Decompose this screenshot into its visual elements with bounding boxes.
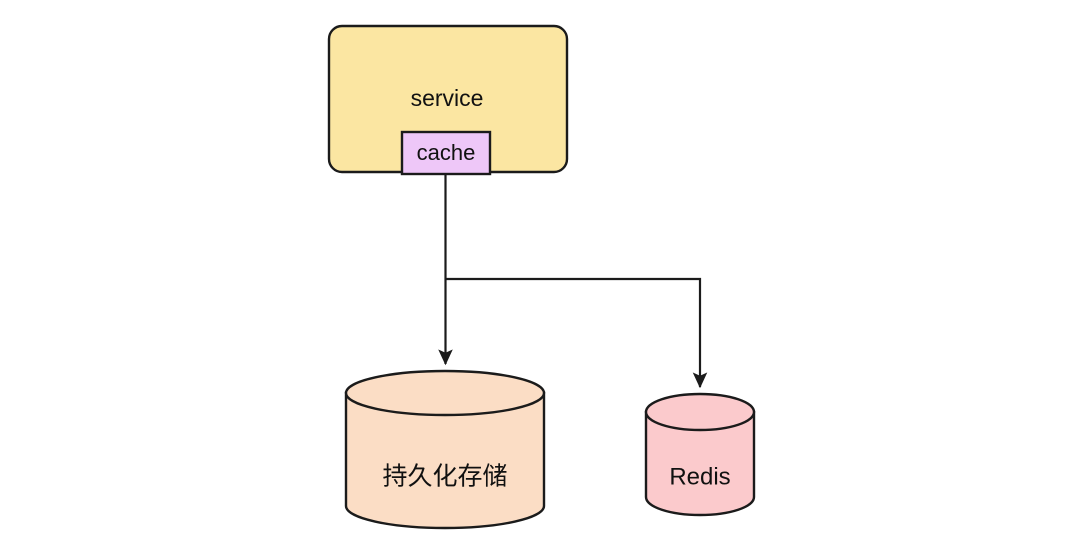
redis-label: Redis [669, 463, 730, 490]
persistent-storage-label: 持久化存储 [382, 463, 507, 491]
cache-label: cache [417, 140, 476, 165]
persistent-storage-top-ellipse[interactable] [344, 369, 546, 417]
edge-line-cache-redis [445, 277, 708, 389]
redis-top-ellipse[interactable] [644, 392, 756, 432]
persistent-storage-body[interactable] [344, 391, 546, 530]
node-persistent-storage[interactable]: 持久化存储 [344, 369, 546, 530]
node-redis[interactable]: Redis [644, 392, 756, 517]
node-cache[interactable]: cache [400, 130, 492, 176]
edge-cache-to-redis [445, 277, 708, 389]
cache-box-shape[interactable] [400, 130, 492, 176]
node-service[interactable]: service [327, 24, 569, 174]
redis-body[interactable] [644, 410, 756, 517]
service-label: service [411, 85, 484, 111]
